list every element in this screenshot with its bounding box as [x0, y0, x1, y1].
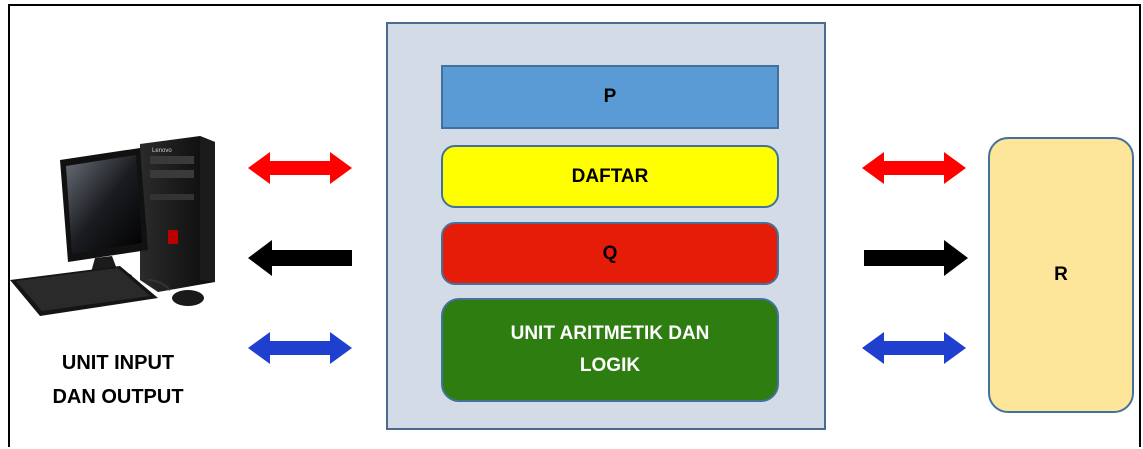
block-daftar-label: DAFTAR: [571, 165, 649, 187]
left-black-arrow: [248, 240, 352, 276]
left-red-double-arrow: [248, 152, 352, 184]
diagram-frame: [8, 4, 1141, 447]
io-label-line2: DAN OUTPUT: [52, 386, 184, 408]
block-daftar: DAFTAR: [441, 145, 779, 208]
right-black-arrow: [864, 240, 968, 276]
block-alu: UNIT ARITMETIK DAN LOGIK: [441, 298, 779, 402]
left-blue-double-arrow: [248, 332, 352, 364]
block-r: R: [988, 137, 1134, 413]
svg-text:Lenovo: Lenovo: [152, 148, 172, 154]
block-q: Q: [441, 222, 779, 285]
block-alu-label: UNIT ARITMETIK DAN LOGIK: [510, 322, 710, 376]
io-label-line1: UNIT INPUT: [61, 352, 175, 374]
desktop-computer-icon: Lenovo: [10, 136, 215, 316]
right-blue-double-arrow: [862, 332, 966, 364]
io-unit-label: UNIT INPUT DAN OUTPUT: [20, 346, 216, 414]
block-q-label: Q: [602, 242, 618, 264]
block-p: P: [441, 65, 779, 129]
block-r-label: R: [1054, 264, 1068, 285]
right-red-double-arrow: [862, 152, 966, 184]
block-p-label: P: [603, 86, 617, 107]
